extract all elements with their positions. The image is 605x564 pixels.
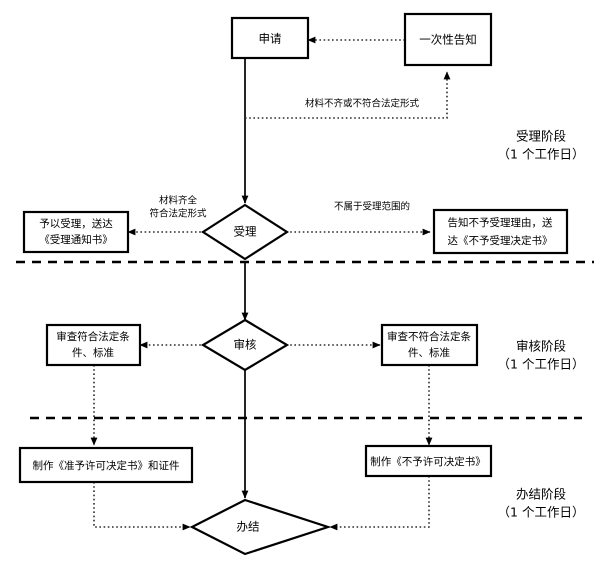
edge-label-incomplete-materials: 材料不齐或不符合法定形式 [288, 96, 436, 110]
node-review-fail-line2: 件、标准 [408, 347, 450, 359]
node-apply-label: 申请 [259, 32, 282, 46]
svg-text:材料齐全: 材料齐全 [159, 195, 198, 207]
connector-deny-doc-to-finish [329, 476, 430, 531]
svg-text:受理阶段: 受理阶段 [516, 129, 566, 144]
node-accept-no-line1: 告知不予受理理由，送 [448, 216, 553, 229]
node-finish[interactable]: 办结 [189, 498, 332, 556]
node-review-label: 审核 [234, 338, 257, 352]
svg-text:材料不齐或不符合法定形式: 材料不齐或不符合法定形式 [305, 98, 420, 110]
stage-label-review: 审核阶段 （1 个工作日） [498, 339, 585, 372]
connector-grant-doc-to-finish [93, 482, 191, 531]
node-review-pass[interactable]: 审查符合法定条 件、标准 [45, 323, 142, 367]
node-accept[interactable]: 受理 [200, 203, 290, 261]
node-review[interactable]: 审核 [200, 318, 290, 372]
node-apply[interactable]: 申请 [230, 16, 310, 60]
node-accept-no[interactable]: 告知不予受理理由，送 达《不予受理决定书》 [432, 208, 569, 255]
svg-text:审核阶段: 审核阶段 [516, 339, 566, 354]
svg-text:（1 个工作日）: （1 个工作日） [498, 147, 585, 162]
connector-apply-to-one-time-notice [245, 71, 451, 119]
node-deny-doc[interactable]: 制作《不予许可决定书》 [364, 444, 493, 478]
node-accept-no-line2: 达《不予受理决定书》 [448, 234, 553, 247]
svg-text:（1 个工作日）: （1 个工作日） [498, 357, 585, 372]
node-accept-yes-line1: 予以受理，送达 [39, 217, 113, 230]
edge-label-materials-complete: 材料齐全 符合法定形式 [149, 195, 207, 220]
svg-text:不属于受理范围的: 不属于受理范围的 [334, 201, 410, 213]
node-review-pass-line1: 审查符合法定条 [56, 330, 130, 343]
node-review-fail[interactable]: 审查不符合法定条 件、标准 [380, 323, 479, 367]
svg-text:办结阶段: 办结阶段 [516, 487, 566, 502]
node-accept-yes-line2: 《受理通知书》 [39, 233, 113, 246]
node-accept-label: 受理 [234, 225, 257, 239]
svg-text:（1 个工作日）: （1 个工作日） [498, 505, 585, 520]
node-deny-doc-label: 制作《不予许可决定书》 [370, 455, 486, 468]
stage-label-accept: 受理阶段 （1 个工作日） [498, 129, 585, 162]
node-grant-doc-label: 制作《准予许可决定书》和证件 [33, 459, 180, 472]
node-one-time-notice[interactable]: 一次性告知 [403, 12, 493, 67]
node-finish-label: 办结 [237, 520, 260, 534]
node-one-time-notice-label: 一次性告知 [419, 33, 477, 47]
stage-label-finish: 办结阶段 （1 个工作日） [498, 487, 585, 520]
node-accept-yes[interactable]: 予以受理，送达 《受理通知书》 [22, 210, 130, 254]
node-grant-doc[interactable]: 制作《准予许可决定书》和证件 [18, 446, 194, 484]
node-review-pass-line2: 件、标准 [72, 347, 114, 359]
node-review-fail-line1: 审查不符合法定条 [387, 330, 471, 343]
svg-text:符合法定形式: 符合法定形式 [149, 208, 207, 220]
edge-label-out-of-scope: 不属于受理范围的 [334, 201, 410, 213]
